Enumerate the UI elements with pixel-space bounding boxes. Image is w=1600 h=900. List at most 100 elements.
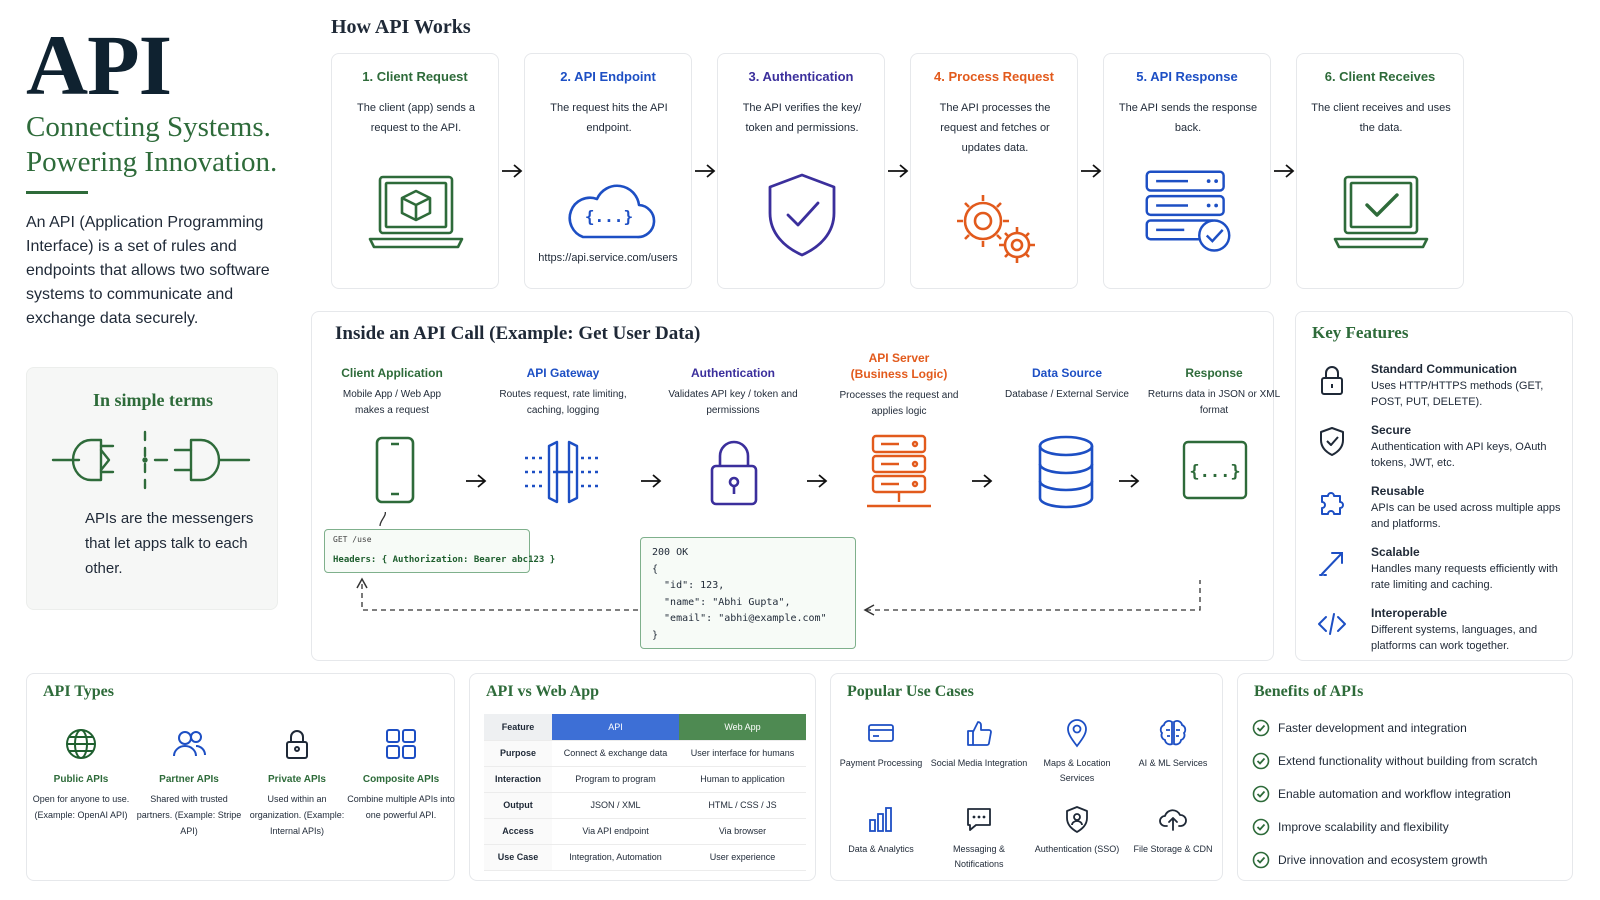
thumbs-up-icon — [967, 721, 992, 746]
flow-arrow-icon — [502, 164, 523, 178]
use-case-sso: Authentication (SSO) — [1027, 804, 1127, 857]
benefit-text: Faster development and integration — [1278, 721, 1467, 735]
tagline-line-2: Powering Innovation. — [26, 146, 278, 178]
api-type-title: Partner APIs — [159, 774, 219, 785]
page-title: API — [26, 17, 172, 113]
use-case-ai: AI & ML Services — [1123, 718, 1223, 771]
stage-description: Returns data in JSON or XML format — [1147, 389, 1281, 416]
how-api-works-title: How API Works — [331, 16, 471, 38]
padlock-icon — [710, 440, 758, 506]
use-case-analytics: Data & Analytics — [831, 804, 931, 857]
stage-subtitle: (Business Logic) — [850, 367, 948, 381]
bar-chart-icon — [869, 807, 892, 832]
table-header-row: Feature API Web App — [484, 714, 806, 741]
step-description: The API processes the request and fetche… — [939, 102, 1051, 154]
title-divider — [26, 191, 88, 194]
feature-title: Interoperable — [1371, 606, 1448, 620]
json-braces-icon: {...} — [1182, 440, 1248, 500]
check-circle-icon — [1252, 785, 1270, 803]
stage-response: Response Returns data in JSON or XML for… — [1139, 365, 1289, 419]
table-cell: Use Case — [484, 844, 552, 871]
shield-icon — [1320, 427, 1344, 456]
stage-title: Client Application — [341, 366, 443, 380]
map-pin-icon — [1067, 719, 1087, 748]
stage-description: Validates API key / token and permission… — [668, 389, 798, 416]
step-title: 3. Authentication — [748, 69, 854, 84]
table-cell: Purpose — [484, 740, 552, 767]
feature-title: Standard Communication — [1371, 362, 1518, 376]
shield-check-icon — [768, 173, 836, 257]
benefit-text: Extend functionality without building fr… — [1278, 754, 1538, 768]
use-case-label: Maps & Location Services — [1043, 758, 1111, 783]
step-title: 5. API Response — [1136, 69, 1238, 84]
feature-description: Authentication with API keys, OAuth toke… — [1371, 441, 1547, 469]
table-cell: Program to program — [552, 766, 680, 793]
use-case-label: Payment Processing — [839, 758, 923, 768]
api-type-title: Private APIs — [268, 774, 326, 785]
intro-description: An API (Application Programming Interfac… — [26, 214, 270, 327]
use-case-label: File Storage & CDN — [1133, 844, 1213, 854]
feature-description: Different systems, languages, and platfo… — [1371, 624, 1538, 652]
request-code-box: GET /use Headers: { Authorization: Beare… — [324, 529, 555, 573]
stage-authentication: Authentication Validates API key / token… — [658, 365, 808, 419]
users-icon — [173, 731, 206, 757]
puzzle-icon — [1321, 492, 1344, 515]
table-cell: JSON / XML — [552, 792, 680, 819]
step-description: The API sends the response back. — [1118, 102, 1258, 134]
flow-arrow-icon — [641, 474, 662, 488]
response-line: "name": "Abhi Gupta", — [652, 596, 791, 608]
table-header-webapp: Web App — [679, 714, 806, 741]
table-cell: Via API endpoint — [552, 818, 680, 845]
step-description: The client (app) sends a request to the … — [356, 102, 475, 134]
api-types-panel: API Types Public APIs Open for anyone to… — [26, 673, 455, 881]
simple-terms-title: In simple terms — [93, 390, 213, 410]
step-card-client-request: 1. Client Request The client (app) sends… — [331, 53, 499, 289]
flow-arrow-icon — [695, 164, 716, 178]
use-cases-title: Popular Use Cases — [847, 683, 974, 700]
svg-text:{...}: {...} — [585, 207, 633, 226]
table-header-api: API — [552, 714, 680, 741]
request-line: GET /use — [333, 535, 372, 544]
gateway-icon — [525, 440, 601, 504]
table-cell: Connect & exchange data — [552, 740, 680, 767]
feature-title: Scalable — [1371, 545, 1420, 559]
table-cell: Interaction — [484, 766, 552, 793]
globe-icon — [66, 729, 96, 759]
stage-description-line: makes a request — [355, 405, 429, 416]
lock-icon — [286, 730, 308, 759]
check-circle-icon — [1252, 752, 1270, 770]
key-features-title: Key Features — [1312, 323, 1409, 342]
stage-description: Mobile App / Web App makes a request — [317, 387, 467, 419]
simple-terms-card: In simple terms APIs are the messengers … — [26, 367, 278, 610]
code-tag-icon — [1318, 613, 1346, 635]
api-type-description: Open for anyone to use. (Example: OpenAI… — [32, 794, 130, 820]
use-case-maps: Maps & Location Services — [1027, 718, 1127, 786]
stage-api-gateway: API Gateway Routes request, rate limitin… — [488, 365, 638, 419]
use-case-label: Messaging & Notifications — [952, 844, 1006, 869]
message-icon — [967, 808, 991, 831]
api-type-composite: Composite APIs Combine multiple APIs int… — [347, 726, 455, 823]
api-type-private: Private APIs Used within an organization… — [243, 726, 351, 839]
response-line: { — [652, 563, 659, 575]
check-circle-icon — [1252, 851, 1270, 869]
step-description: The request hits the API endpoint. — [550, 102, 668, 134]
shield-user-icon — [1066, 806, 1088, 833]
server-check-icon — [1145, 170, 1231, 252]
flow-arrow-icon — [807, 474, 828, 488]
stage-data-source: Data Source Database / External Service — [992, 365, 1142, 403]
use-case-storage: File Storage & CDN — [1123, 804, 1223, 857]
api-types-title: API Types — [43, 683, 114, 700]
table-cell: Output — [484, 792, 552, 819]
svg-text:{...}: {...} — [1189, 462, 1240, 482]
benefit-text: Enable automation and workflow integrati… — [1278, 787, 1511, 801]
flow-arrow-icon — [1081, 164, 1102, 178]
table-cell: Integration, Automation — [552, 844, 680, 871]
benefits-title: Benefits of APIs — [1254, 683, 1364, 700]
step-title: 2. API Endpoint — [560, 69, 656, 84]
flow-arrow-icon — [1274, 164, 1295, 178]
plug-connection-icon — [51, 430, 251, 490]
api-type-title: Composite APIs — [362, 774, 440, 785]
